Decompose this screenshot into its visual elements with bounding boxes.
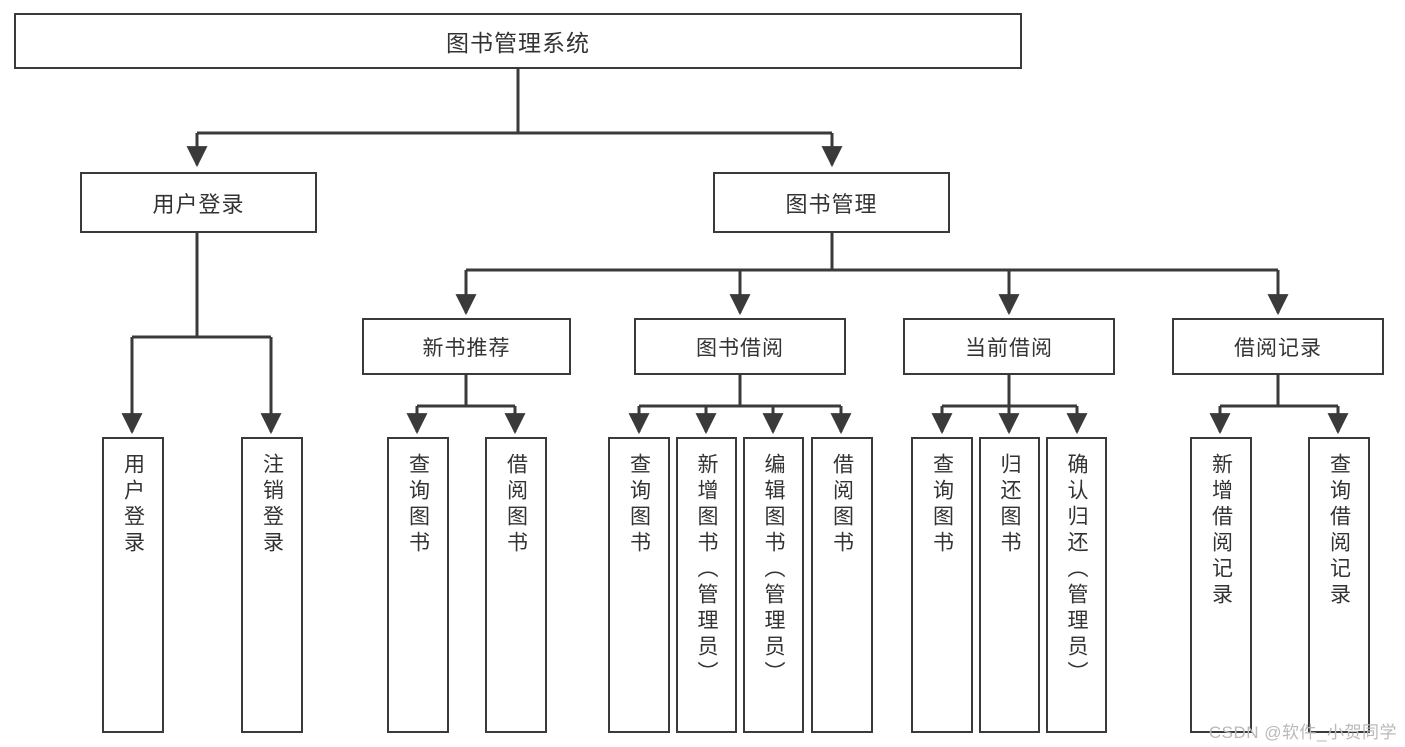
node-label: 查询借阅记录 (1327, 453, 1351, 609)
watermark-text: CSDN @软件_小贺同学 (1208, 723, 1397, 742)
node-label: 查询图书 (930, 453, 954, 557)
node-label: 注销登录 (260, 453, 284, 557)
node-label: 新增借阅记录 (1209, 453, 1233, 609)
node-user-login[interactable]: 用户登录 (80, 172, 317, 233)
node-root-book-management-system[interactable]: 图书管理系统 (14, 13, 1022, 69)
node-current-borrow[interactable]: 当前借阅 (903, 318, 1115, 375)
leaf-current-confirm-return-admin[interactable]: 确认归还（管理员） (1046, 437, 1107, 733)
leaf-recommend-query-book[interactable]: 查询图书 (387, 437, 449, 733)
node-label: 归还图书 (998, 453, 1021, 557)
node-label: 查询图书 (627, 453, 651, 557)
leaf-borrow-query-book[interactable]: 查询图书 (608, 437, 670, 733)
node-label: 借阅图书 (830, 453, 854, 557)
node-label: 编辑图书（管理员） (762, 453, 785, 687)
node-label: 借阅图书 (504, 453, 528, 557)
node-label: 图书借阅 (696, 336, 784, 360)
leaf-borrow-borrow-book[interactable]: 借阅图书 (811, 437, 873, 733)
node-label: 用户登录 (121, 453, 145, 557)
node-label: 确认归还（管理员） (1065, 453, 1088, 687)
node-book-management[interactable]: 图书管理 (713, 172, 950, 233)
node-borrow-record[interactable]: 借阅记录 (1172, 318, 1384, 375)
node-new-book-recommend[interactable]: 新书推荐 (362, 318, 571, 375)
leaf-user-login-signin[interactable]: 用户登录 (102, 437, 164, 733)
node-label: 借阅记录 (1234, 336, 1322, 360)
node-book-borrow[interactable]: 图书借阅 (634, 318, 846, 375)
node-label: 查询图书 (406, 453, 430, 557)
leaf-borrow-edit-book-admin[interactable]: 编辑图书（管理员） (743, 437, 804, 733)
leaf-current-return-book[interactable]: 归还图书 (979, 437, 1040, 733)
leaf-record-add-borrow-record[interactable]: 新增借阅记录 (1190, 437, 1252, 733)
leaf-borrow-add-book-admin[interactable]: 新增图书（管理员） (676, 437, 737, 733)
leaf-user-login-signout[interactable]: 注销登录 (241, 437, 303, 733)
node-label: 图书管理 (785, 191, 878, 217)
node-label: 用户登录 (152, 191, 245, 217)
leaf-current-query-book[interactable]: 查询图书 (911, 437, 973, 733)
node-label: 当前借阅 (965, 336, 1053, 360)
node-label: 新书推荐 (422, 336, 511, 360)
node-label: 新增图书（管理员） (695, 453, 718, 687)
leaf-recommend-borrow-book[interactable]: 借阅图书 (485, 437, 547, 733)
node-label: 图书管理系统 (446, 30, 590, 56)
leaf-record-query-borrow-record[interactable]: 查询借阅记录 (1308, 437, 1370, 733)
